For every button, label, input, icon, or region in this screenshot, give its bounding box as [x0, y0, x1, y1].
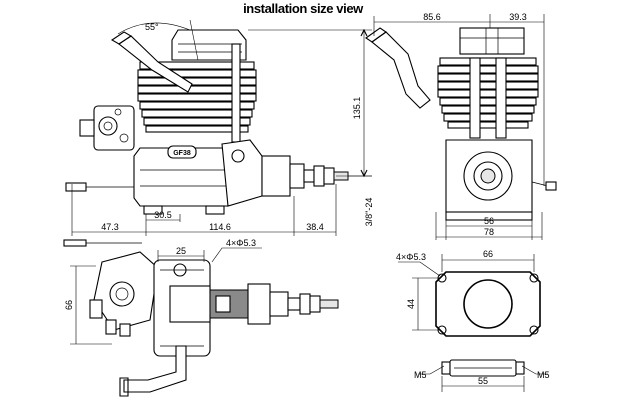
front-view-engine — [365, 27, 557, 221]
side-view-engine: GF38 — [65, 29, 349, 215]
top-right-width-label: 39.3 — [509, 12, 527, 22]
standoff-thread-left: M5 — [414, 370, 427, 380]
plate-holes-label: 4×Φ5.3 — [396, 252, 426, 262]
base-outer-label: 78 — [484, 227, 494, 237]
standoff-length-label: 55 — [478, 376, 488, 386]
logo-label: GF38 — [173, 150, 191, 157]
base-inner-label: 56 — [484, 216, 494, 226]
thread-label: 3/8"-24 — [364, 198, 374, 227]
mount-plate — [435, 271, 541, 337]
top-view-dimensions: 25 4×Φ5.3 66 — [64, 238, 262, 345]
carburetor — [79, 105, 135, 151]
angle-label: 55° — [145, 22, 159, 32]
spacing-label: 25 — [176, 246, 186, 256]
plate-width-label: 66 — [483, 249, 493, 259]
standoff — [441, 359, 525, 377]
cylinder-fins — [137, 61, 257, 133]
length-main-label: 114.6 — [209, 222, 231, 232]
top-view-engine — [63, 239, 339, 397]
side-view-dimensions: 55° 135.1 3/8"-24 30.5 47.3 114.6 38.4 — [71, 19, 374, 236]
plate-height-label: 44 — [406, 299, 416, 309]
standoff-dimensions: 55 M5 M5 — [414, 365, 550, 392]
top-width-label: 66 — [64, 300, 74, 310]
shaft-length-label: 38.4 — [306, 222, 324, 232]
top-left-width-label: 85.6 — [423, 12, 441, 22]
mount-plate-dimensions: 66 4×Φ5.3 44 — [396, 249, 535, 331]
height-label: 135.1 — [352, 97, 362, 120]
left-overhang-label: 47.3 — [101, 222, 119, 232]
standoff-thread-right: M5 — [537, 370, 550, 380]
front-view-dimensions: 85.6 39.3 56 78 — [373, 12, 545, 240]
mount-offset-label: 30.5 — [154, 210, 172, 220]
drawing-title: installation size view — [243, 1, 363, 16]
top-holes-label: 4×Φ5.3 — [226, 238, 256, 248]
front-fins — [437, 57, 539, 129]
